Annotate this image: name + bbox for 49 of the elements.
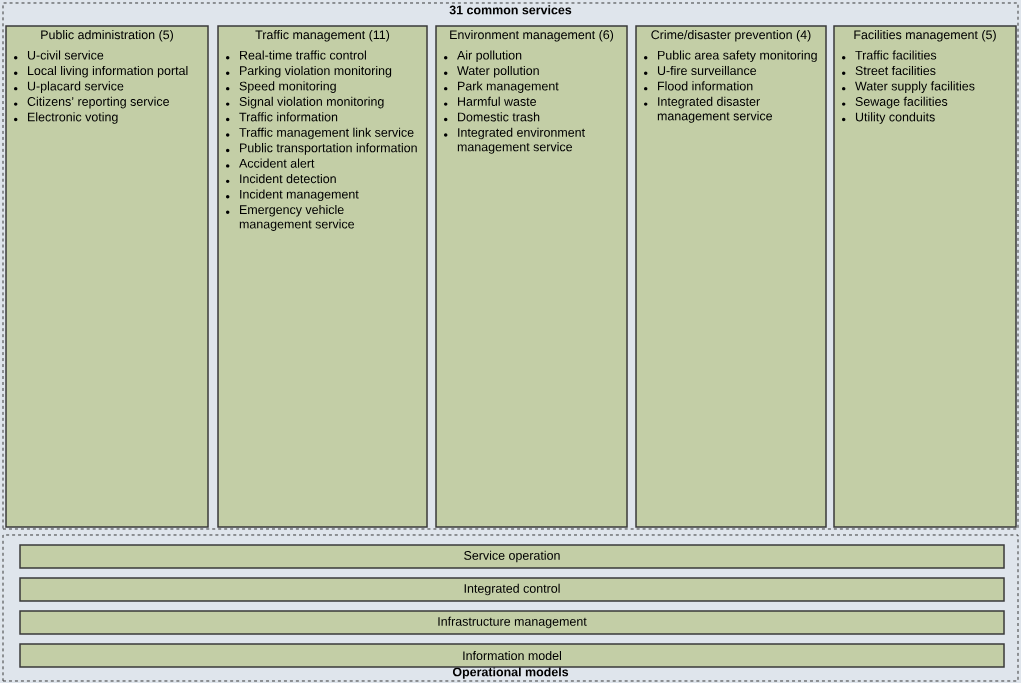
layer-bar: Infrastructure management [19,610,1005,635]
panel-title: Operational models [452,667,569,679]
list-item: Real-time traffic control [240,50,366,60]
list-item: Street facilities [855,65,936,76]
layer-bar: Information model [19,643,1005,668]
list-item: Utility conduits [855,112,935,124]
column-heading: Traffic management (11) [255,30,390,42]
list-item: Traffic management link service [239,127,414,140]
list-item: U-placard service [27,81,124,93]
dashed-panel [2,534,1019,682]
list-item: Integrated environment management service [457,127,585,154]
layer-bar: Service operation [19,544,1005,569]
dashed-panel [2,2,1019,530]
list-item: U-fire surveillance [657,65,757,76]
list-item: Traffic information [239,112,338,122]
list-item: Harmful waste [458,96,536,106]
list-item: Integrated disaster management service [657,96,772,123]
list-item: Water pollution [457,65,539,78]
column-heading: Public administration (5) [41,30,173,42]
list-item: Signal violation monitoring [239,96,384,109]
service-column [217,25,428,528]
list-item: Citizens’ reporting service [27,96,169,109]
list-item: Speed monitoring [239,81,336,93]
service-column [635,25,827,528]
column-heading: Environment management (6) [450,30,614,42]
list-item: Incident management [240,189,359,202]
list-item: U-civil service [27,50,104,60]
list-item: Traffic facilities [855,50,937,60]
list-item: Parking violation monitoring [240,65,392,78]
service-column [833,25,1017,528]
service-column [435,25,628,528]
list-item: Domestic trash [458,112,540,122]
list-item: Flood information [658,81,753,91]
list-item: Air pollution [457,50,522,63]
column-heading: Crime/disaster prevention (4) [651,30,811,42]
list-item: Emergency vehicle management service [239,204,354,231]
list-item: Electronic voting [28,112,118,124]
list-item: Park management [458,81,559,93]
list-item: Local living information portal [28,65,188,78]
panel-title: 31 common services [449,5,572,15]
layer-bar: Integrated control [19,577,1005,602]
list-item: Public area safety monitoring [658,50,817,63]
list-item: Public transportation information [240,143,417,155]
list-item: Accident alert [239,158,315,168]
service-column [5,25,209,528]
column-heading: Facilities management (5) [854,30,996,42]
list-item: Incident detection [240,174,336,184]
list-item: Sewage facilities [855,96,948,109]
list-item: Water supply facilities [855,81,975,93]
